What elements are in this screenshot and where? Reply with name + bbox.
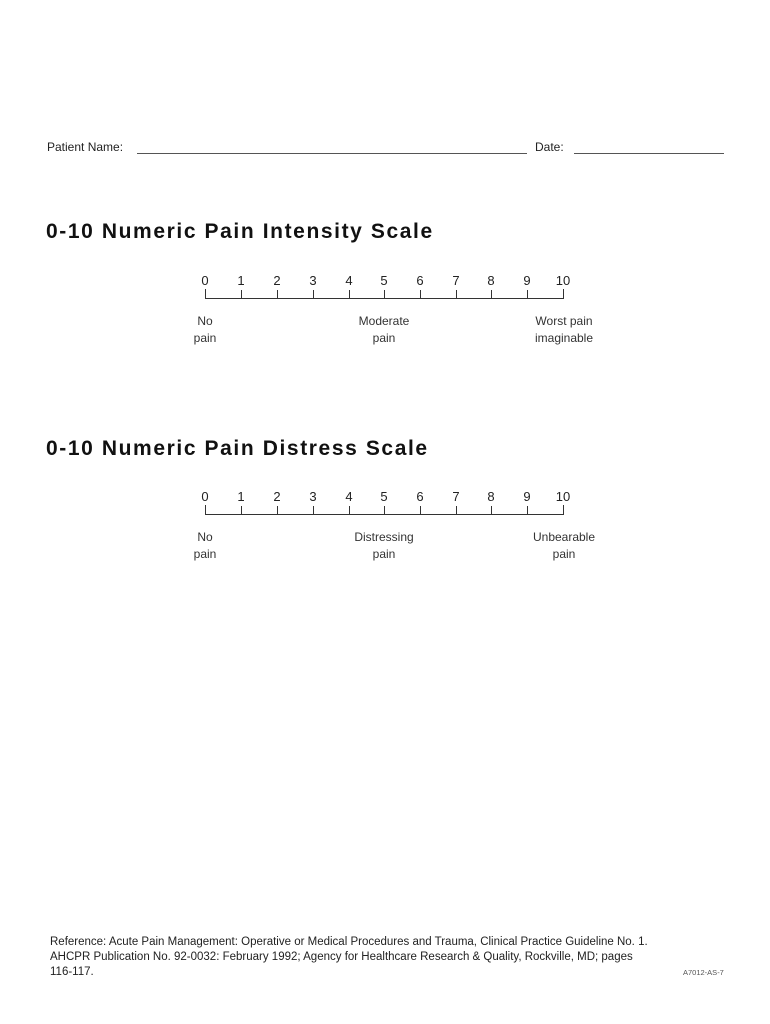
anchor-worst-pain: Worst pain imaginable <box>535 313 593 347</box>
tick-mark <box>384 506 385 515</box>
anchor-no-pain: No pain <box>194 529 217 563</box>
tick-label: 10 <box>555 273 571 288</box>
tick-label: 2 <box>273 489 281 504</box>
tick-label: 8 <box>487 489 495 504</box>
anchor-line: pain <box>552 547 576 561</box>
intensity-scale: 0 1 2 3 4 5 6 7 8 9 10 No pain Moderate … <box>0 273 770 373</box>
tick-mark <box>384 290 385 299</box>
tick-label: 6 <box>416 273 424 288</box>
tick-label: 9 <box>523 489 531 504</box>
tick-mark <box>456 290 457 299</box>
date-field[interactable] <box>574 153 724 154</box>
tick-mark <box>420 506 421 515</box>
tick-mark <box>205 505 206 515</box>
tick-label: 0 <box>201 489 209 504</box>
tick-label: 8 <box>487 273 495 288</box>
reference-line: AHCPR Publication No. 92-0032: February … <box>50 951 633 963</box>
patient-name-field[interactable] <box>137 153 527 154</box>
tick-label: 5 <box>380 273 388 288</box>
date-label: Date: <box>535 140 564 154</box>
tick-label: 9 <box>523 273 531 288</box>
tick-mark <box>563 289 564 299</box>
tick-mark <box>456 506 457 515</box>
tick-label: 0 <box>201 273 209 288</box>
reference-line: Reference: Acute Pain Management: Operat… <box>50 936 648 948</box>
tick-label: 3 <box>309 489 317 504</box>
tick-mark <box>491 506 492 515</box>
tick-mark <box>527 290 528 299</box>
tick-mark <box>313 506 314 515</box>
tick-label: 10 <box>555 489 571 504</box>
anchor-line: pain <box>193 331 217 345</box>
tick-mark <box>527 506 528 515</box>
tick-mark <box>205 289 206 299</box>
anchor-line: pain <box>372 331 396 345</box>
tick-label: 7 <box>452 273 460 288</box>
anchor-line: Worst pain <box>535 314 593 328</box>
tick-label: 4 <box>345 489 353 504</box>
reference-line: 116-117. <box>50 966 94 978</box>
tick-mark <box>277 290 278 299</box>
tick-label: 1 <box>237 273 245 288</box>
tick-mark <box>563 505 564 515</box>
anchor-distressing-pain: Distressing pain <box>354 529 413 563</box>
tick-label: 3 <box>309 273 317 288</box>
tick-label: 2 <box>273 273 281 288</box>
patient-name-label: Patient Name: <box>47 140 124 154</box>
reference-citation: Reference: Acute Pain Management: Operat… <box>50 935 690 980</box>
distress-scale: 0 1 2 3 4 5 6 7 8 9 10 No pain Distressi… <box>0 489 770 589</box>
anchor-line: pain <box>193 547 217 561</box>
anchor-line: Unbearable <box>532 530 596 544</box>
anchor-line: Distressing <box>354 530 414 544</box>
tick-mark <box>349 506 350 515</box>
tick-label: 1 <box>237 489 245 504</box>
intensity-scale-title: 0-10 Numeric Pain Intensity Scale <box>46 220 434 243</box>
tick-mark <box>277 506 278 515</box>
tick-mark <box>313 290 314 299</box>
form-code: A7012-AS-7 <box>683 968 724 977</box>
anchor-line: pain <box>372 547 396 561</box>
tick-mark <box>420 290 421 299</box>
anchor-line: imaginable <box>534 331 594 345</box>
tick-mark <box>241 506 242 515</box>
anchor-line: Moderate <box>358 314 410 328</box>
tick-mark <box>491 290 492 299</box>
anchor-line: No <box>197 530 213 544</box>
anchor-line: No <box>197 314 213 328</box>
anchor-no-pain: No pain <box>194 313 217 347</box>
anchor-unbearable-pain: Unbearable pain <box>533 529 595 563</box>
tick-mark <box>349 290 350 299</box>
anchor-moderate-pain: Moderate pain <box>359 313 410 347</box>
tick-label: 6 <box>416 489 424 504</box>
tick-label: 7 <box>452 489 460 504</box>
tick-label: 5 <box>380 489 388 504</box>
tick-label: 4 <box>345 273 353 288</box>
tick-mark <box>241 290 242 299</box>
distress-scale-title: 0-10 Numeric Pain Distress Scale <box>46 437 429 460</box>
